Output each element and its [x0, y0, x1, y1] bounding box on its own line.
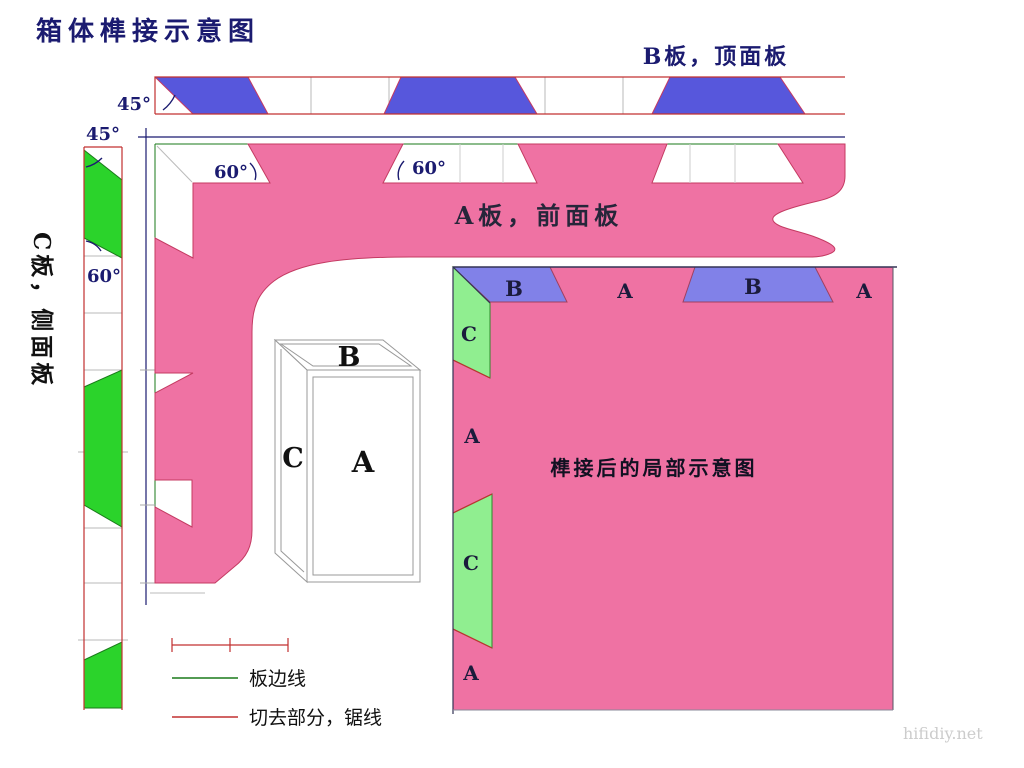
- assembled-letter-a1: A: [616, 279, 633, 303]
- assembled-letter-a4: A: [462, 661, 479, 685]
- box-top-face-inner: [279, 343, 413, 367]
- a-board-shape: [154, 143, 846, 584]
- box-3d-sketch: [273, 338, 422, 584]
- assembled-a-board: [453, 267, 893, 710]
- angle-label-60-side: 60°: [87, 266, 121, 287]
- page-title: 箱体榫接示意图: [36, 16, 260, 47]
- a-board-outline: [154, 143, 846, 584]
- dimension-line: [171, 638, 289, 652]
- assembled-letter-a3: A: [463, 424, 480, 448]
- angle-label-45-top: 45°: [117, 94, 151, 115]
- angle-arc-45: [85, 157, 103, 168]
- assembled-letter-b1: B: [505, 276, 523, 301]
- joint-edge-line: [452, 266, 491, 304]
- angle-arc-45: [162, 94, 176, 111]
- legend-cut-line-label: 切去部分，锯线: [249, 707, 382, 729]
- c-board-tenon-3: [83, 641, 123, 709]
- angle-label-45-side: 45°: [86, 124, 120, 145]
- a-board-label: A板，前面板: [454, 201, 624, 230]
- legend-edge-line-label: 板边线: [249, 668, 306, 690]
- b-board-label: B板，顶面板: [643, 44, 790, 70]
- assembled-view: [451, 265, 897, 714]
- corner-cut-line: [156, 145, 193, 183]
- angle-label-60-left: 60°: [214, 162, 248, 183]
- c-board-strip: [78, 146, 128, 710]
- legend: 板边线 切去部分，锯线: [172, 668, 382, 729]
- assembled-caption: 榫接后的局部示意图: [551, 456, 758, 480]
- b-board-dovetail-3: [651, 76, 806, 115]
- saw-line: [452, 359, 491, 379]
- b-board-dovetail-1: [153, 76, 269, 115]
- saw-line: [452, 628, 493, 649]
- b-board-dovetail-2: [383, 76, 538, 115]
- box-top-letter: B: [338, 342, 361, 373]
- box-front-letter: A: [351, 445, 375, 479]
- angle-arc-60: [249, 162, 257, 181]
- assembled-letter-c2: C: [463, 551, 479, 575]
- assembled-letter-c1: C: [461, 322, 477, 346]
- box-front-face: [306, 369, 421, 583]
- assembled-letter-a2: A: [855, 279, 872, 303]
- b-board-strip: [153, 76, 845, 115]
- c-board-tenon-2: [83, 369, 123, 528]
- angle-arc-60: [397, 160, 405, 181]
- watermark: hifidiy.net: [903, 724, 983, 743]
- c-board-label: C板，侧面板: [28, 232, 55, 389]
- angle-arc-60: [85, 240, 102, 252]
- assembled-letter-b2: B: [744, 274, 762, 299]
- angle-label-60-right: 60°: [412, 158, 446, 179]
- box-side-face-inner: [280, 349, 305, 573]
- box-front-face-inner: [312, 376, 414, 576]
- saw-line: [452, 493, 493, 514]
- box-side-letter: C: [282, 443, 304, 474]
